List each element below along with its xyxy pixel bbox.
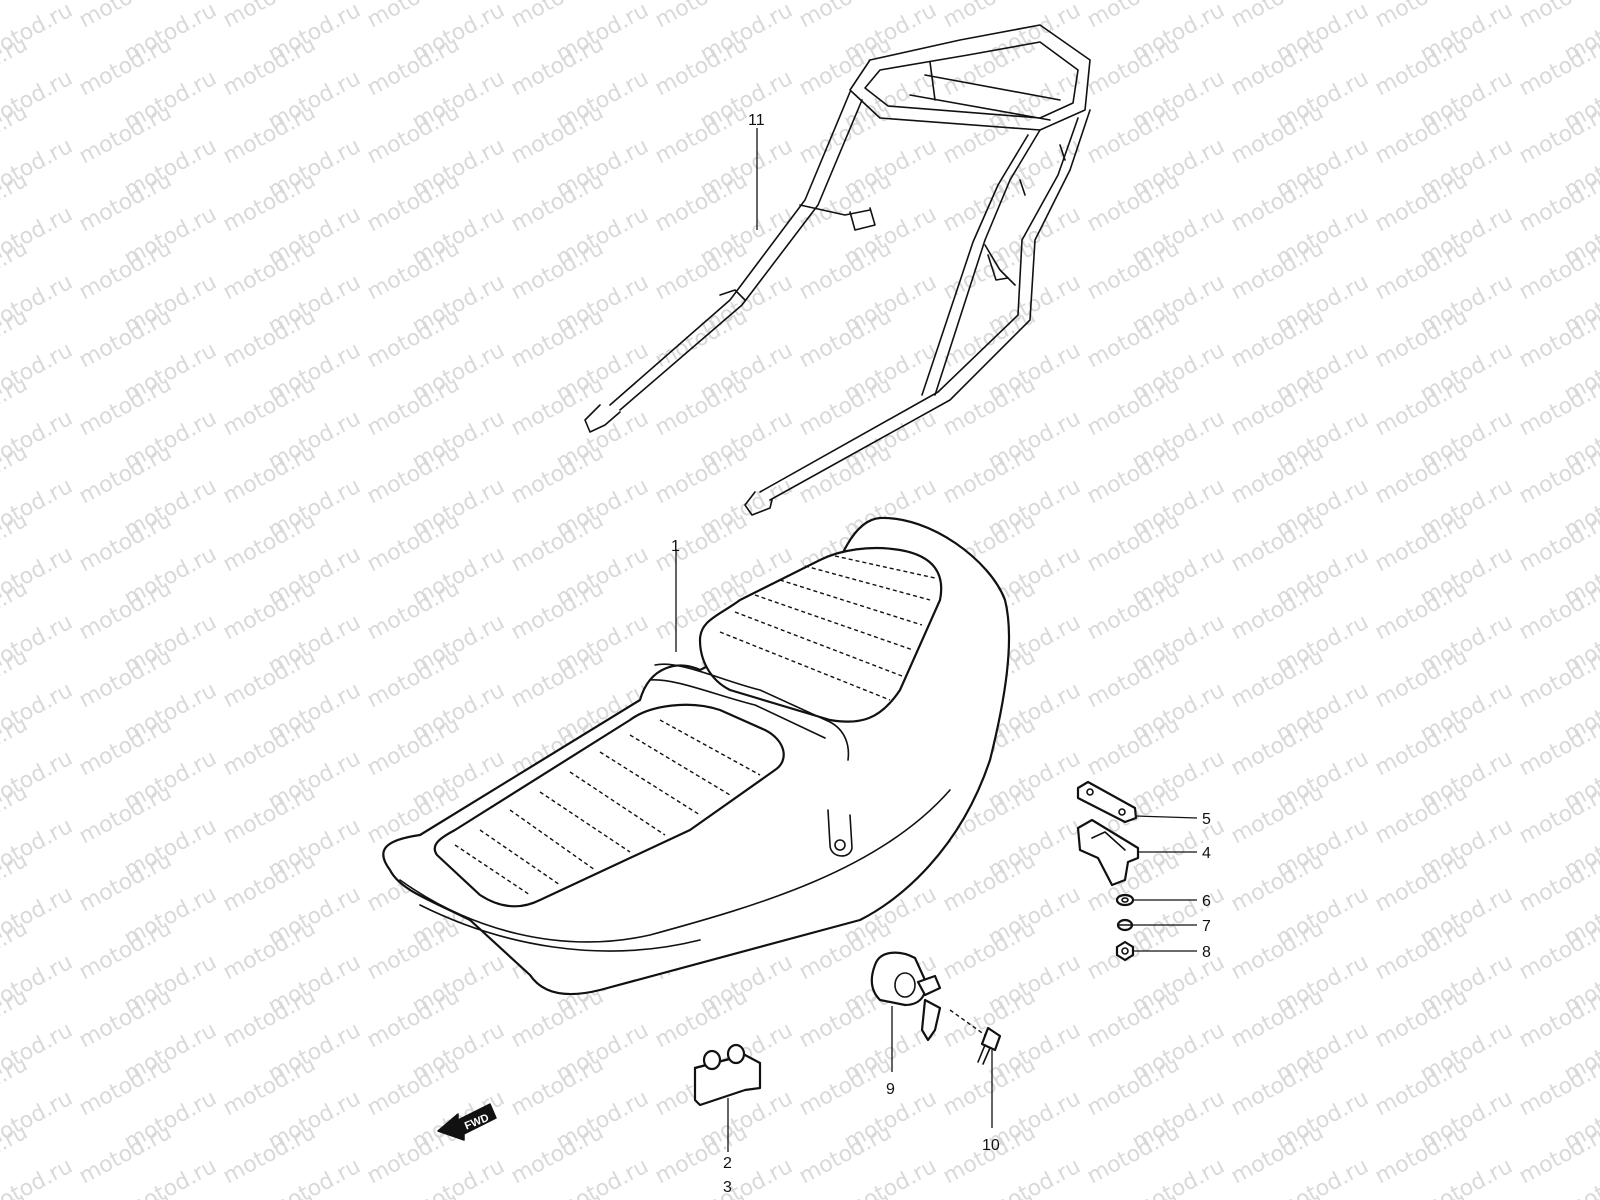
watermark-text: motod.ru	[1515, 916, 1600, 985]
watermark-text: motod.ru	[1515, 644, 1600, 713]
callout-8: 8	[1202, 944, 1211, 961]
watermark-text: motod.ru	[1515, 304, 1600, 373]
part-lock-washer	[1116, 918, 1134, 932]
watermark-text: motod.ru	[1515, 508, 1600, 577]
callout-10: 10	[982, 1137, 1000, 1154]
watermark-text: motod.ru	[1515, 236, 1600, 305]
watermark-text: motod.ru	[1515, 984, 1600, 1053]
watermark-text: motod.ru	[1515, 1052, 1600, 1121]
watermark-text: motod.ru	[1515, 780, 1600, 849]
watermark-text: motod.ru	[1515, 576, 1600, 645]
part-washer	[1115, 893, 1135, 907]
watermark-text: motod.ru	[1515, 0, 1600, 33]
leader-lines	[675, 128, 1198, 1152]
callout-1: 1	[671, 538, 680, 555]
part-plate	[1076, 780, 1138, 824]
callout-4: 4	[1202, 845, 1211, 862]
watermark-text: motod.ru	[1515, 372, 1600, 441]
watermark-text: motod.ru	[1515, 32, 1600, 101]
watermark-text: motod.ru	[1515, 1120, 1600, 1189]
callout-2: 2	[723, 1155, 732, 1172]
part-cushion	[693, 1043, 762, 1107]
part-seat	[382, 516, 1011, 996]
part-rack-frame	[584, 24, 1091, 516]
watermark-text: motod.ru	[1515, 168, 1600, 237]
watermark-text: motod.ru	[1515, 440, 1600, 509]
part-nut	[1115, 940, 1135, 962]
callout-3: 3	[723, 1179, 732, 1196]
callout-6: 6	[1202, 893, 1211, 910]
callout-7: 7	[1202, 918, 1211, 935]
callout-11: 11	[748, 112, 765, 129]
part-screw	[949, 1009, 1002, 1065]
watermark-text: motod.ru	[1515, 100, 1600, 169]
part-bracket	[1076, 818, 1140, 887]
callout-9: 9	[886, 1081, 895, 1098]
watermark-text: motod.ru	[1515, 848, 1600, 917]
part-seat-lock	[870, 951, 942, 1042]
callout-5: 5	[1202, 811, 1211, 828]
watermark-text: motod.ru	[1515, 712, 1600, 781]
